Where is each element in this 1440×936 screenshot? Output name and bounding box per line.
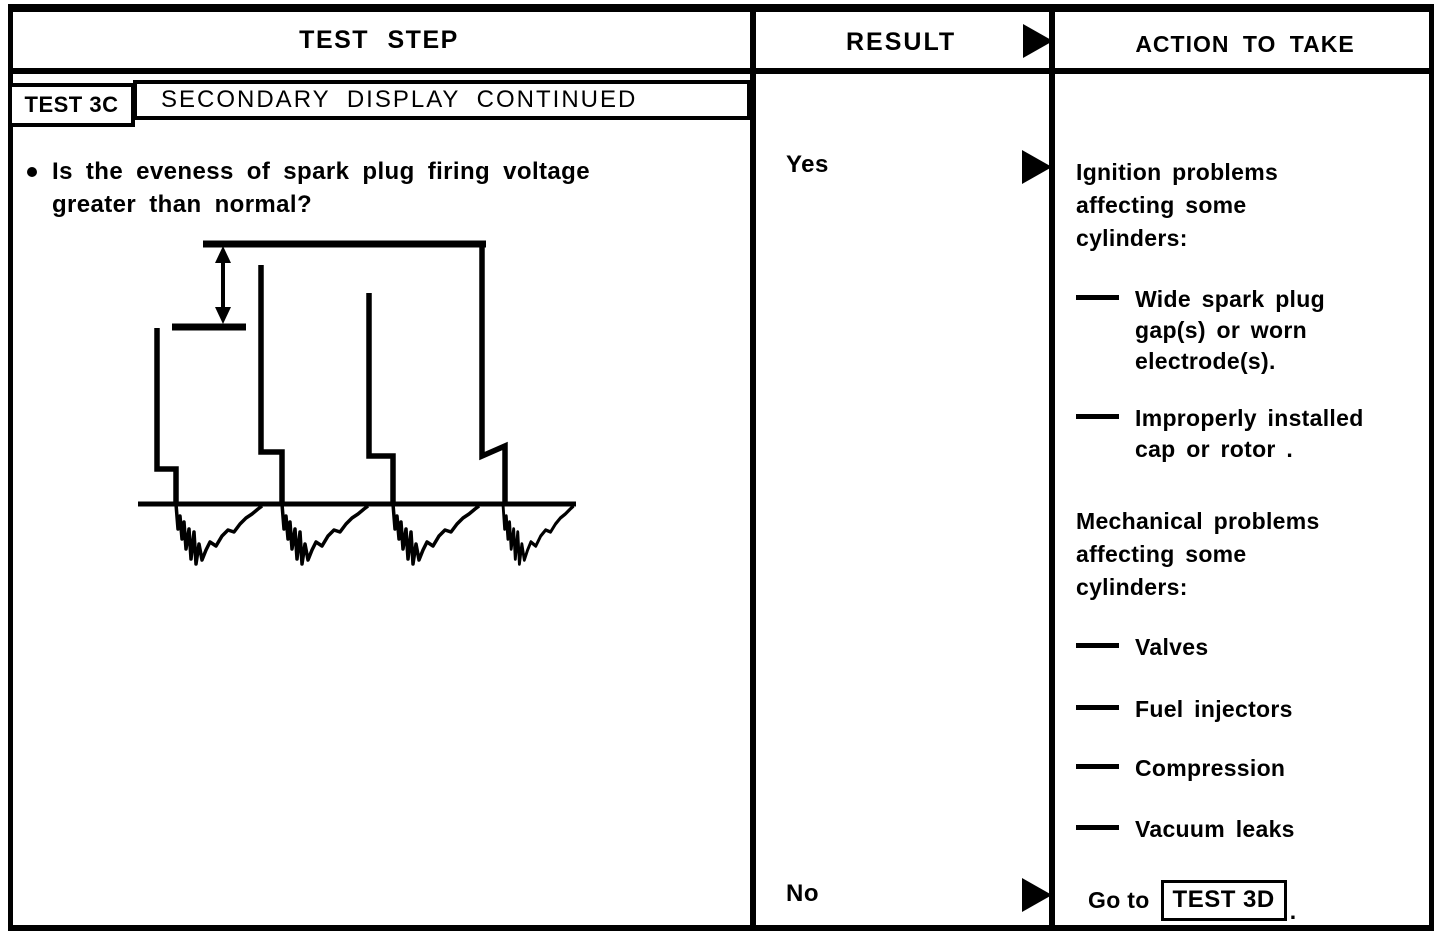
- action-item-text: Vacuum leaks: [1135, 816, 1295, 842]
- action-item-text: Compression: [1135, 755, 1286, 781]
- action-item-vacuum-leaks: Vacuum leaks: [1076, 814, 1295, 845]
- action-item-text: Improperly installed cap or rotor .: [1135, 405, 1364, 462]
- column-divider-1: [750, 4, 756, 931]
- oscillation-4: [501, 502, 576, 566]
- waveform-figure: [138, 240, 576, 566]
- oscillation-2: [280, 502, 370, 566]
- firing-spike-1: [154, 328, 179, 502]
- action-item-text: Wide spark plug gap(s) or worn electrode…: [1135, 286, 1325, 374]
- table-border: [8, 4, 1434, 931]
- column-divider-2: [1049, 4, 1055, 931]
- action-item-wide-gap: Wide spark plug gap(s) or worn electrode…: [1076, 284, 1325, 377]
- header-separator: [8, 68, 1434, 74]
- dash-icon: [1076, 705, 1119, 710]
- action-item-text: Fuel injectors: [1135, 696, 1293, 722]
- action-ignition-header: Ignition problems affecting some cylinde…: [1076, 159, 1279, 251]
- oscillation-3: [391, 502, 481, 566]
- action-mechanical-header: Mechanical problems affecting some cylin…: [1076, 508, 1320, 600]
- action-item-compression: Compression: [1076, 753, 1285, 784]
- test-step-question: Is the eveness of spark plug firing volt…: [27, 155, 590, 221]
- measure-arrow-down-icon: [215, 307, 231, 324]
- dash-icon: [1076, 825, 1119, 830]
- firing-spike-3: [366, 293, 396, 502]
- goto-test-3d-box: TEST 3D: [1160, 880, 1287, 921]
- column-header-action-to-take: ACTION TO TAKE: [1135, 31, 1355, 57]
- measure-arrow-up-icon: [215, 246, 231, 263]
- firing-spike-2: [258, 265, 285, 502]
- yes-arrow-icon: [1022, 150, 1052, 184]
- column-header-result: RESULT: [846, 28, 957, 56]
- result-no-label: No: [786, 880, 819, 907]
- dash-icon: [1076, 295, 1119, 300]
- result-arrow-icon: [1023, 24, 1053, 58]
- action-item-improper-cap: Improperly installed cap or rotor .: [1076, 403, 1364, 465]
- result-yes-label: Yes: [786, 151, 829, 178]
- bullet-icon: [27, 167, 37, 177]
- test-id-box: TEST 3C: [8, 83, 135, 127]
- no-arrow-icon: [1022, 878, 1052, 912]
- goto-suffix: .: [1289, 898, 1297, 924]
- action-item-valves: Valves: [1076, 632, 1208, 663]
- dash-icon: [1076, 414, 1119, 419]
- oscillation-1: [174, 502, 264, 566]
- action-item-fuel-injectors: Fuel injectors: [1076, 694, 1293, 725]
- action-item-text: Valves: [1135, 634, 1209, 660]
- dash-icon: [1076, 764, 1119, 769]
- goto-instruction: Go to TEST 3D .: [1088, 880, 1296, 925]
- dash-icon: [1076, 643, 1119, 648]
- test-section-title: SECONDARY DISPLAY CONTINUED: [133, 80, 751, 120]
- column-header-test-step: TEST STEP: [299, 26, 459, 54]
- goto-prefix: Go to: [1088, 887, 1150, 913]
- question-text: Is the eveness of spark plug firing volt…: [52, 158, 590, 218]
- firing-spike-4: [479, 246, 508, 502]
